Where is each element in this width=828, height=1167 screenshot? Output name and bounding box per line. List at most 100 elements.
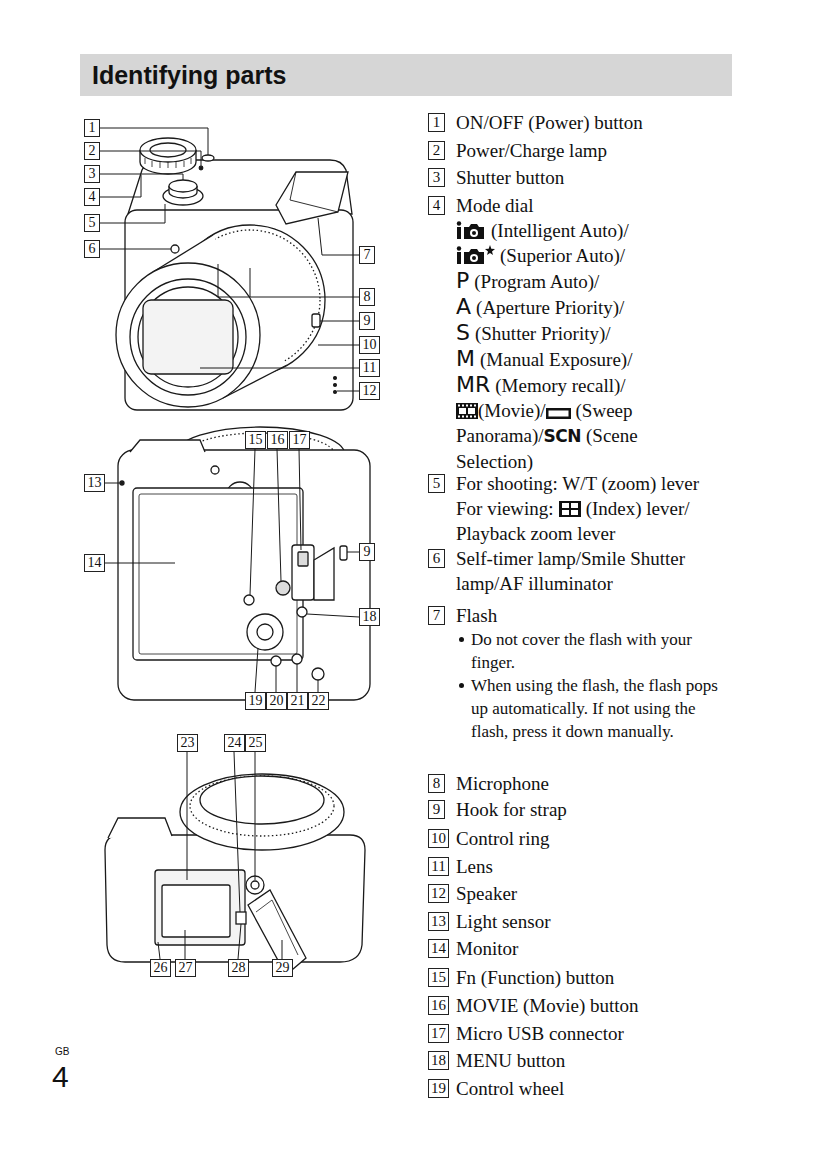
- part-name: Control wheel: [456, 1078, 564, 1099]
- callout-number: 2: [84, 142, 100, 160]
- part-name: Mode dial: [456, 195, 534, 216]
- text-line: A(Aperture Priority)/: [456, 294, 718, 320]
- callout-number: 1: [84, 119, 100, 137]
- mode-letter: MR: [456, 372, 490, 397]
- part-name: Micro USB connector: [456, 1023, 624, 1044]
- callout-number: 15: [428, 968, 449, 987]
- callout-number: 13: [84, 474, 105, 492]
- part-description: ON/OFF (Power) button: [456, 110, 746, 135]
- callout-number: 23: [177, 734, 198, 752]
- callout-number: 9: [359, 543, 375, 561]
- part-description: Lens: [456, 854, 746, 879]
- text-line: MOVIE (Movie) button: [456, 993, 746, 1018]
- text-line: Power/Charge lamp: [456, 138, 746, 163]
- part-description: Light sensor: [456, 909, 746, 934]
- part-description: Mode dial(Intelligent Auto)/(Superior Au…: [456, 193, 718, 474]
- camera-front-view: [116, 138, 353, 410]
- text-line: Light sensor: [456, 909, 746, 934]
- part-description: Fn (Function) button: [456, 965, 746, 990]
- part-name: Shutter button: [456, 167, 564, 188]
- mode-letter: S: [456, 320, 470, 345]
- callout-number: 5: [84, 214, 100, 232]
- part-name: (Movie)/: [478, 400, 546, 421]
- callout-number: 15: [245, 431, 266, 449]
- title-band: [80, 54, 732, 96]
- callout-number: 6: [84, 240, 100, 258]
- callout-number: 14: [428, 939, 449, 958]
- callout-number: 26: [150, 959, 171, 977]
- text-line: Fn (Function) button: [456, 965, 746, 990]
- mode-letter: P: [456, 268, 469, 293]
- callout-number: 24: [224, 734, 245, 752]
- mode-icon: [456, 245, 495, 266]
- region-code: GB: [55, 1046, 69, 1058]
- leader-lines: [100, 128, 359, 391]
- mode-letter: A: [456, 294, 471, 319]
- callout-number: 29: [272, 959, 293, 977]
- part-description: MOVIE (Movie) button: [456, 993, 746, 1018]
- bullet-note: Do not cover the flash with your finger.: [471, 630, 692, 672]
- part-name: Speaker: [456, 883, 517, 904]
- part-name: Power/Charge lamp: [456, 140, 607, 161]
- callout-number: 1: [428, 113, 445, 132]
- callout-number: 17: [289, 431, 310, 449]
- part-description: Microphone: [456, 771, 746, 796]
- text-line: (Superior Auto)/: [456, 243, 718, 268]
- part-description: Monitor: [456, 936, 746, 961]
- part-name: Self-timer lamp/Smile Shutter lamp/AF il…: [456, 548, 685, 594]
- part-name: (Aperture Priority)/: [476, 297, 624, 318]
- section-title: Identifying parts: [92, 58, 286, 92]
- part-description: Hook for strap: [456, 797, 746, 822]
- callout-number: 11: [428, 857, 449, 876]
- callout-number: 7: [428, 606, 445, 625]
- part-description: Control wheel: [456, 1076, 746, 1101]
- text-line: Control wheel: [456, 1076, 746, 1101]
- iap-icon: [456, 245, 495, 265]
- callout-number: 6: [428, 549, 445, 568]
- part-name: Fn (Function) button: [456, 967, 614, 988]
- part-name: Microphone: [456, 773, 549, 794]
- callout-number: 22: [308, 692, 329, 710]
- camera-bottom-view: [105, 774, 365, 975]
- text-line: Mode dial: [456, 193, 718, 218]
- text-line: S(Shutter Priority)/: [456, 320, 718, 346]
- text-line: Hook for strap: [456, 797, 746, 822]
- callout-number: 3: [428, 168, 445, 187]
- callout-number: 9: [359, 312, 375, 330]
- part-name: ON/OFF (Power) button: [456, 112, 643, 133]
- callout-number: 11: [359, 359, 380, 377]
- text-line: Monitor: [456, 936, 746, 961]
- text-line: P(Program Auto)/: [456, 268, 718, 294]
- text-line: Do not cover the flash with your finger.: [456, 628, 726, 674]
- page-number: 4: [52, 1060, 69, 1094]
- mode-letter: SCN: [544, 426, 581, 446]
- part-name: Light sensor: [456, 911, 550, 932]
- text-line: Microphone: [456, 771, 746, 796]
- part-description: Micro USB connector: [456, 1021, 746, 1046]
- part-name: For viewing:: [456, 498, 554, 519]
- callout-number: 19: [245, 692, 266, 710]
- text-line: (Movie)/(Sweep Panorama)/SCN(Scene Selec…: [456, 398, 718, 474]
- text-line: For shooting: W/T (zoom) lever: [456, 471, 746, 496]
- part-description: Control ring: [456, 826, 746, 851]
- callout-number: 27: [175, 959, 196, 977]
- part-description: Speaker: [456, 881, 746, 906]
- mode-icon: [456, 220, 486, 241]
- movie-icon: [456, 402, 478, 420]
- callout-number: 12: [428, 884, 449, 903]
- part-name: Monitor: [456, 938, 518, 959]
- part-name: For shooting: W/T (zoom) lever: [456, 473, 699, 494]
- mode-icon: [456, 400, 478, 421]
- callout-number: 21: [287, 692, 308, 710]
- part-name: (Program Auto)/: [474, 271, 599, 292]
- callout-number: 14: [84, 554, 105, 572]
- bullet-dot: [459, 683, 464, 688]
- index-icon: [559, 500, 581, 518]
- text-line: Micro USB connector: [456, 1021, 746, 1046]
- text-line: Speaker: [456, 881, 746, 906]
- text-line: M(Manual Exposure)/: [456, 346, 718, 372]
- part-description: For shooting: W/T (zoom) leverFor viewin…: [456, 471, 746, 546]
- text-line: (Intelligent Auto)/: [456, 218, 718, 243]
- text-line: Shutter button: [456, 165, 746, 190]
